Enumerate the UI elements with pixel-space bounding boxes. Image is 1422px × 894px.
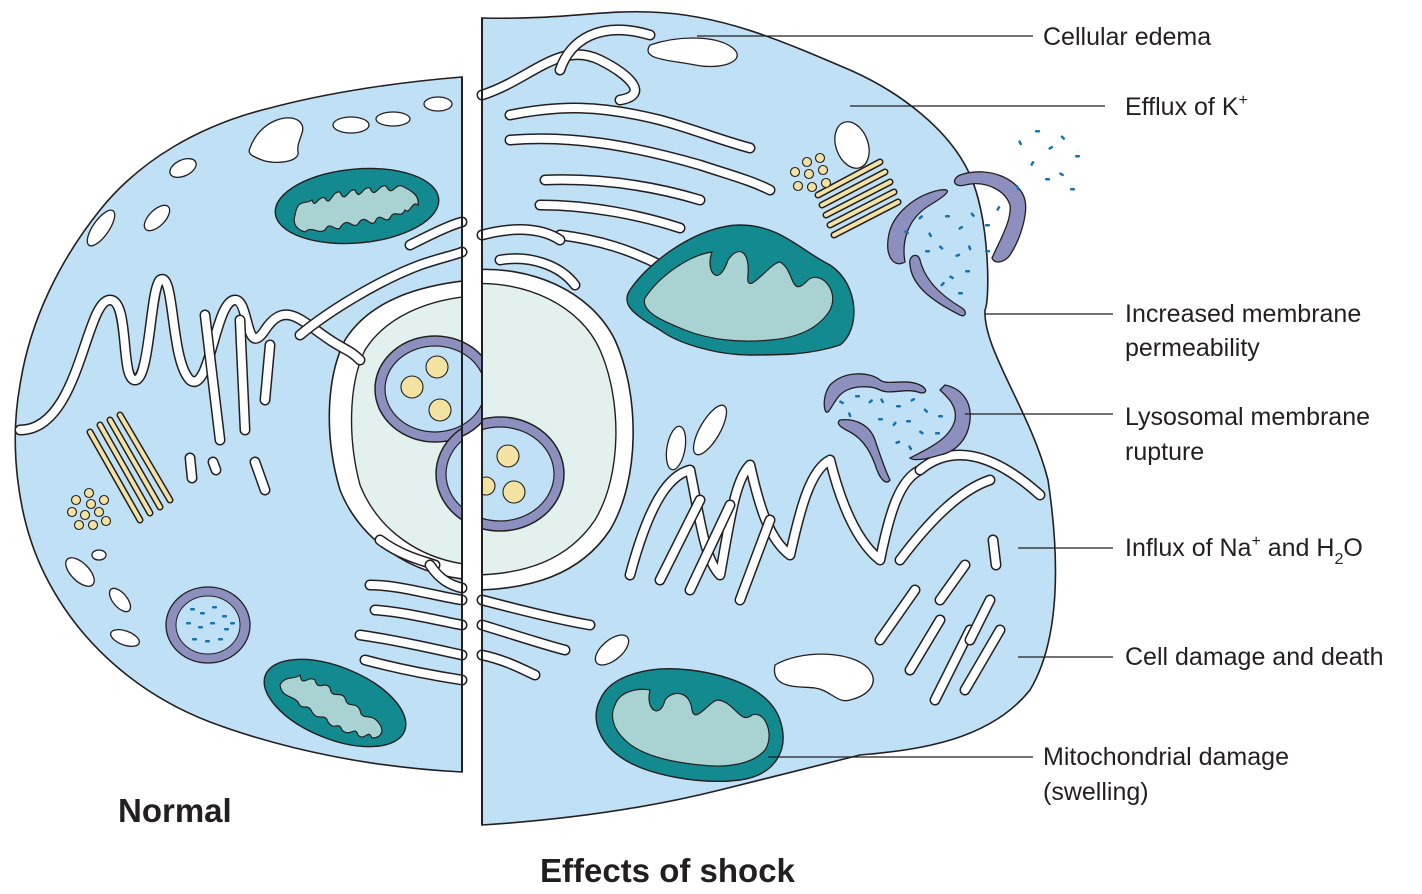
normal-lysosome (165, 586, 251, 664)
leader-lines (697, 35, 1113, 758)
title-effects-of-shock: Effects of shock (540, 852, 796, 889)
enzyme-dots-top (904, 130, 1080, 295)
shock-mitochondrion-bottom (595, 668, 784, 782)
normal-vacuoles (65, 96, 453, 647)
label-mito-damage-2: (swelling) (1043, 778, 1149, 806)
label-lysosomal-1: Lysosomal membrane (1125, 403, 1370, 431)
label-efflux-k: Efflux of K+ (1125, 92, 1248, 121)
label-membrane-permeability-2: permeability (1125, 334, 1260, 362)
label-mito-damage-1: Mitochondrial damage (1043, 743, 1289, 771)
title-normal: Normal (118, 792, 232, 829)
shock-granules (789, 152, 832, 193)
enzyme-dots-mid (839, 395, 943, 451)
normal-er-network (14, 216, 468, 686)
shock-er-network (476, 24, 1046, 706)
label-membrane-permeability-1: Increased membrane (1125, 300, 1361, 328)
shock-golgi (814, 158, 902, 239)
normal-golgi (86, 411, 174, 524)
shock-cell (435, 10, 1080, 826)
label-lysosomal-2: rupture (1125, 438, 1204, 466)
label-influx: Influx of Na+ and H2O (1125, 533, 1363, 568)
shock-lysosome-ruptured-top (887, 130, 1080, 317)
label-cellular-edema: Cellular edema (1043, 23, 1211, 51)
normal-cell (14, 76, 496, 773)
shock-mitochondrion-top (626, 224, 855, 356)
normal-mitochondrion-top (274, 167, 440, 245)
shock-lysosome-ruptured-mid (823, 373, 971, 483)
shock-vacuoles (594, 37, 874, 702)
label-cell-damage: Cell damage and death (1125, 643, 1384, 671)
normal-mitochondrion-bottom (263, 658, 407, 748)
normal-granules (66, 487, 112, 531)
